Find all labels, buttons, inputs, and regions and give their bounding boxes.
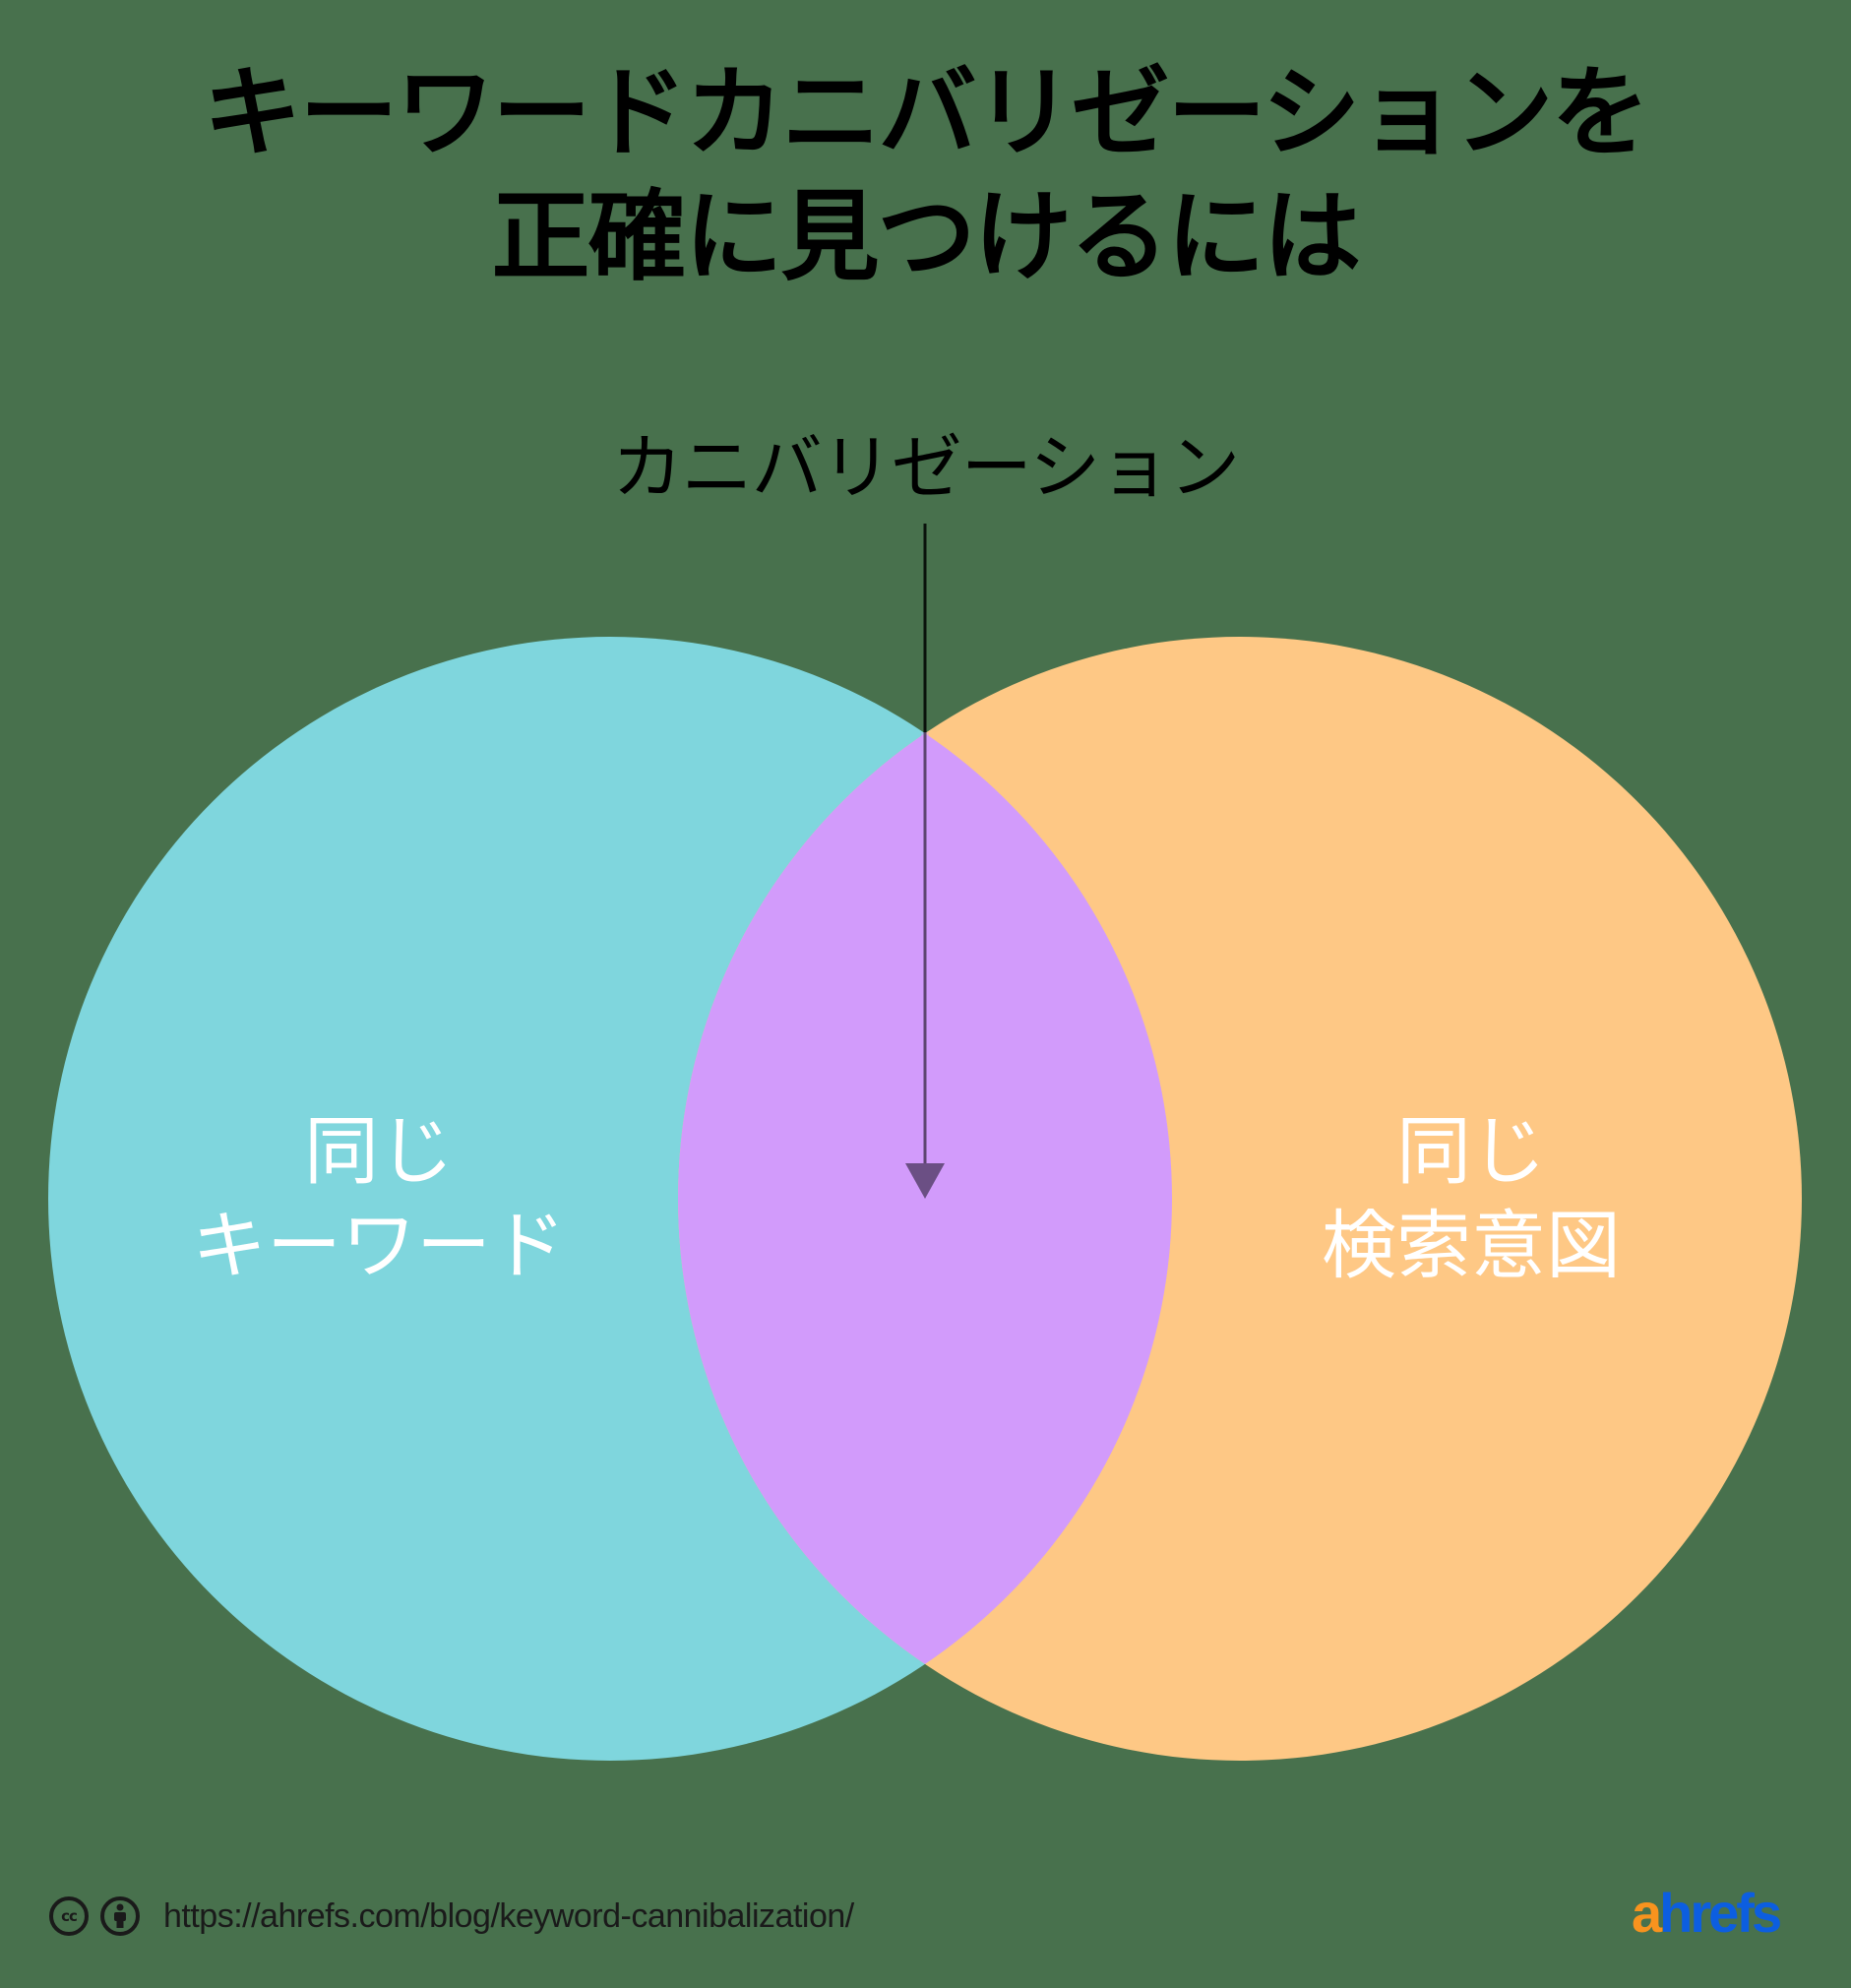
- attribution-icon: [100, 1896, 140, 1936]
- person-glyph: [114, 1903, 126, 1928]
- cc-icon: cc: [49, 1896, 89, 1936]
- arrow-head-icon: [905, 1163, 945, 1199]
- ahrefs-logo: ahrefs: [1632, 1882, 1782, 1945]
- footer: cc https://ahrefs.com/blog/keyword-canni…: [49, 1892, 854, 1941]
- left-circle-label: 同じ キーワード: [123, 1104, 635, 1293]
- right-label-line-2: 検索意図: [1322, 1202, 1621, 1289]
- logo-rest: hrefs: [1659, 1882, 1782, 1944]
- left-label-line-1: 同じ: [304, 1107, 454, 1195]
- overlap-label: カニバリゼーション: [611, 426, 1241, 509]
- source-url[interactable]: https://ahrefs.com/blog/keyword-cannibal…: [163, 1896, 854, 1935]
- page-title: キーワードカニバリゼーションを 正確に見つけるには: [0, 51, 1851, 299]
- right-circle-label: 同じ 検索意図: [1215, 1104, 1727, 1293]
- right-label-line-1: 同じ: [1396, 1107, 1546, 1195]
- logo-a: a: [1632, 1882, 1662, 1944]
- left-label-line-2: キーワード: [192, 1202, 566, 1289]
- title-line-1: キーワードカニバリゼーションを: [203, 55, 1650, 170]
- line-tint: [921, 732, 929, 1165]
- overlap-region: [678, 637, 1172, 1761]
- cc-icon-text: cc: [61, 1907, 78, 1925]
- title-line-2: 正確に見つけるには: [491, 179, 1362, 294]
